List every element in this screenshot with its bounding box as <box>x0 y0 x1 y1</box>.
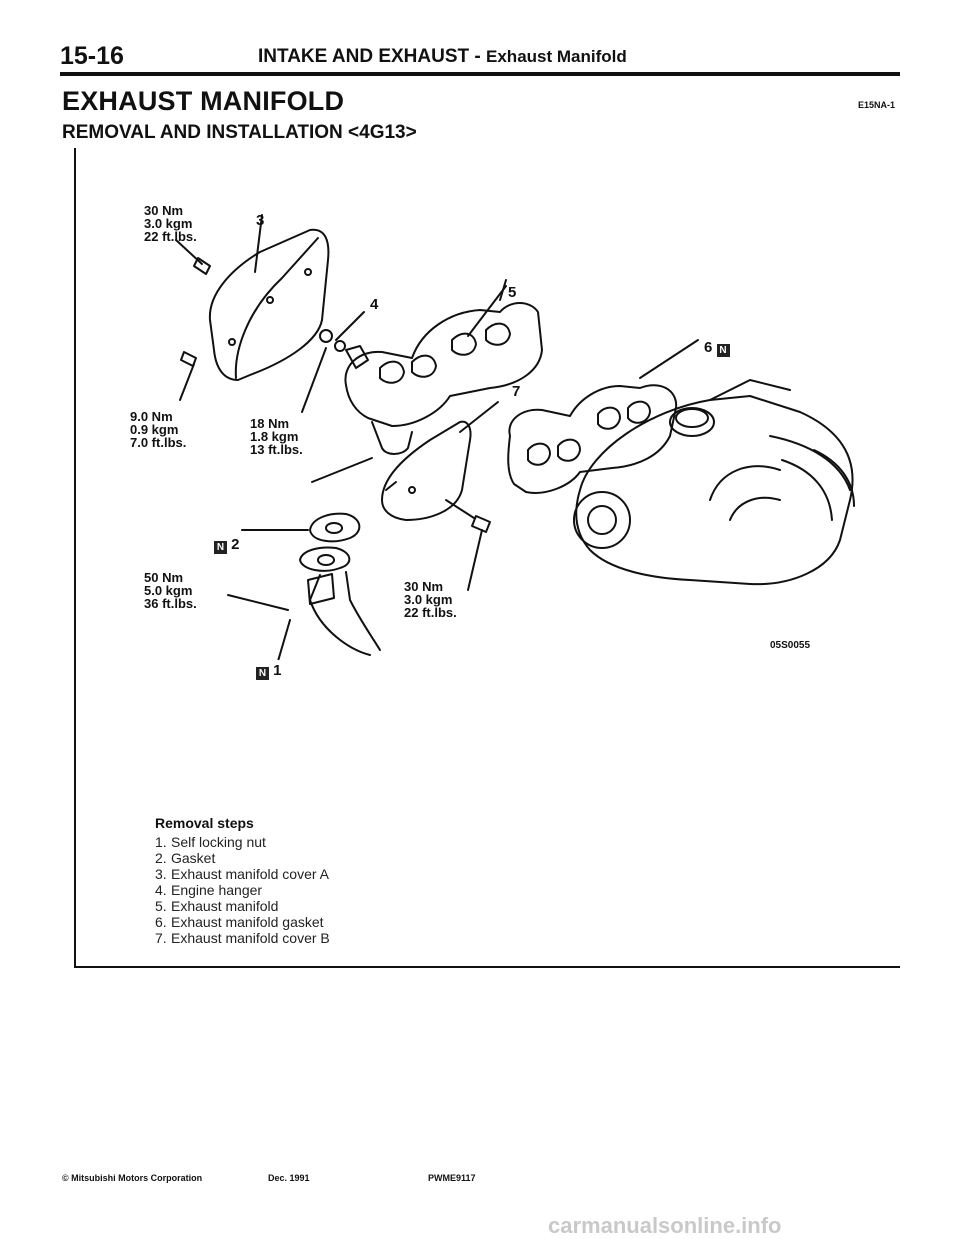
page-title: EXHAUST MANIFOLD <box>62 86 345 116</box>
footer-date: Dec. 1991 <box>268 1173 310 1183</box>
torque-spec-cover-bolt: 30 Nm 3.0 kgm 22 ft.lbs. <box>144 204 197 243</box>
callout-5: 5 <box>508 284 517 301</box>
list-item: 2.Gasket <box>155 850 330 866</box>
step-text: Gasket <box>171 850 216 866</box>
watermark: carmanualsonline.info <box>548 1213 782 1238</box>
callout-1-number: 1 <box>273 662 282 679</box>
step-text: Exhaust manifold cover B <box>171 930 330 946</box>
torque-kgm: 0.9 kgm <box>130 422 179 437</box>
torque-ftlbs: 13 ft.lbs. <box>250 442 303 457</box>
torque-kgm: 3.0 kgm <box>404 592 453 607</box>
torque-ftlbs: 36 ft.lbs. <box>144 596 197 611</box>
step-text: Engine hanger <box>171 882 263 898</box>
step-text: Exhaust manifold gasket <box>171 914 324 930</box>
list-item: 6.Exhaust manifold gasket <box>155 914 330 930</box>
step-number: 5. <box>155 898 167 914</box>
doc-code: E15NA-1 <box>858 100 896 110</box>
step-number: 3. <box>155 866 167 882</box>
n-mark-icon: N <box>256 667 269 680</box>
exhaust-manifold-cover-a-drawing <box>208 228 330 381</box>
list-item: 3.Exhaust manifold cover A <box>155 866 330 882</box>
torque-nm: 18 Nm <box>250 416 290 431</box>
torque-kgm: 1.8 kgm <box>250 429 299 444</box>
removal-steps-title: Removal steps <box>155 815 254 831</box>
step-text: Exhaust manifold cover A <box>171 866 329 882</box>
n-mark-icon: N <box>214 541 227 554</box>
exhaust-manifold-gasket-drawing <box>507 384 678 494</box>
callout-3: 3 <box>256 212 265 229</box>
step-number: 1. <box>155 834 167 850</box>
step-number: 6. <box>155 914 167 930</box>
callout-6-number: 6 <box>704 339 713 356</box>
figure-code: 05S0055 <box>770 640 811 651</box>
torque-ftlbs: 22 ft.lbs. <box>404 605 457 620</box>
subsection-label: Exhaust Manifold <box>486 47 627 66</box>
list-item: 4.Engine hanger <box>155 882 330 898</box>
section-title: INTAKE AND EXHAUST - Exhaust Manifold <box>258 46 627 68</box>
torque-spec-pipe-nut: 50 Nm 5.0 kgm 36 ft.lbs. <box>144 571 197 610</box>
torque-kgm: 5.0 kgm <box>144 583 193 598</box>
page-subtitle: REMOVAL AND INSTALLATION <4G13> <box>62 122 417 143</box>
n-mark-icon: N <box>716 344 730 357</box>
list-item: 7.Exhaust manifold cover B <box>155 930 330 946</box>
step-text: Exhaust manifold <box>171 898 279 914</box>
callout-1: N 1 <box>256 662 282 680</box>
torque-kgm: 3.0 kgm <box>144 216 193 231</box>
callout-2: N 2 <box>214 536 240 554</box>
list-item: 5.Exhaust manifold <box>155 898 330 914</box>
callout-7: 7 <box>512 383 521 400</box>
torque-ftlbs: 7.0 ft.lbs. <box>130 435 187 450</box>
footer-code: PWME9117 <box>428 1173 476 1183</box>
torque-spec-cover-b-bolt: 30 Nm 3.0 kgm 22 ft.lbs. <box>404 580 457 619</box>
torque-nm: 9.0 Nm <box>130 409 173 424</box>
section-label: INTAKE AND EXHAUST - <box>258 46 481 67</box>
torque-ftlbs: 22 ft.lbs. <box>144 229 197 244</box>
footer-copyright: © Mitsubishi Motors Corporation <box>62 1173 203 1183</box>
torque-spec-cover-lower-bolt: 9.0 Nm 0.9 kgm 7.0 ft.lbs. <box>130 410 186 449</box>
exhaust-manifold-diagram <box>175 214 855 660</box>
torque-spec-hanger: 18 Nm 1.8 kgm 13 ft.lbs. <box>250 417 303 456</box>
exhaust-pipe-drawing <box>309 574 371 656</box>
removal-steps-list: 1.Self locking nut 2.Gasket 3.Exhaust ma… <box>155 834 330 946</box>
exhaust-manifold-drawing <box>344 302 543 427</box>
torque-nm: 30 Nm <box>404 579 444 594</box>
torque-nm: 50 Nm <box>144 570 184 585</box>
frame-bottom-rule <box>74 966 900 968</box>
page-number: 15-16 <box>60 42 124 70</box>
step-number: 4. <box>155 882 167 898</box>
frame-left-rule <box>74 148 76 968</box>
step-number: 2. <box>155 850 167 866</box>
exhaust-manifold-cover-b-drawing <box>381 420 472 521</box>
callout-4: 4 <box>370 296 379 313</box>
torque-nm: 30 Nm <box>144 203 184 218</box>
callout-2-number: 2 <box>231 536 240 553</box>
header-rule <box>60 72 900 76</box>
step-text: Self locking nut <box>171 834 266 850</box>
step-number: 7. <box>155 930 167 946</box>
list-item: 1.Self locking nut <box>155 834 330 850</box>
callout-6: 6 N <box>704 339 730 357</box>
engine-block-drawing <box>575 395 854 586</box>
